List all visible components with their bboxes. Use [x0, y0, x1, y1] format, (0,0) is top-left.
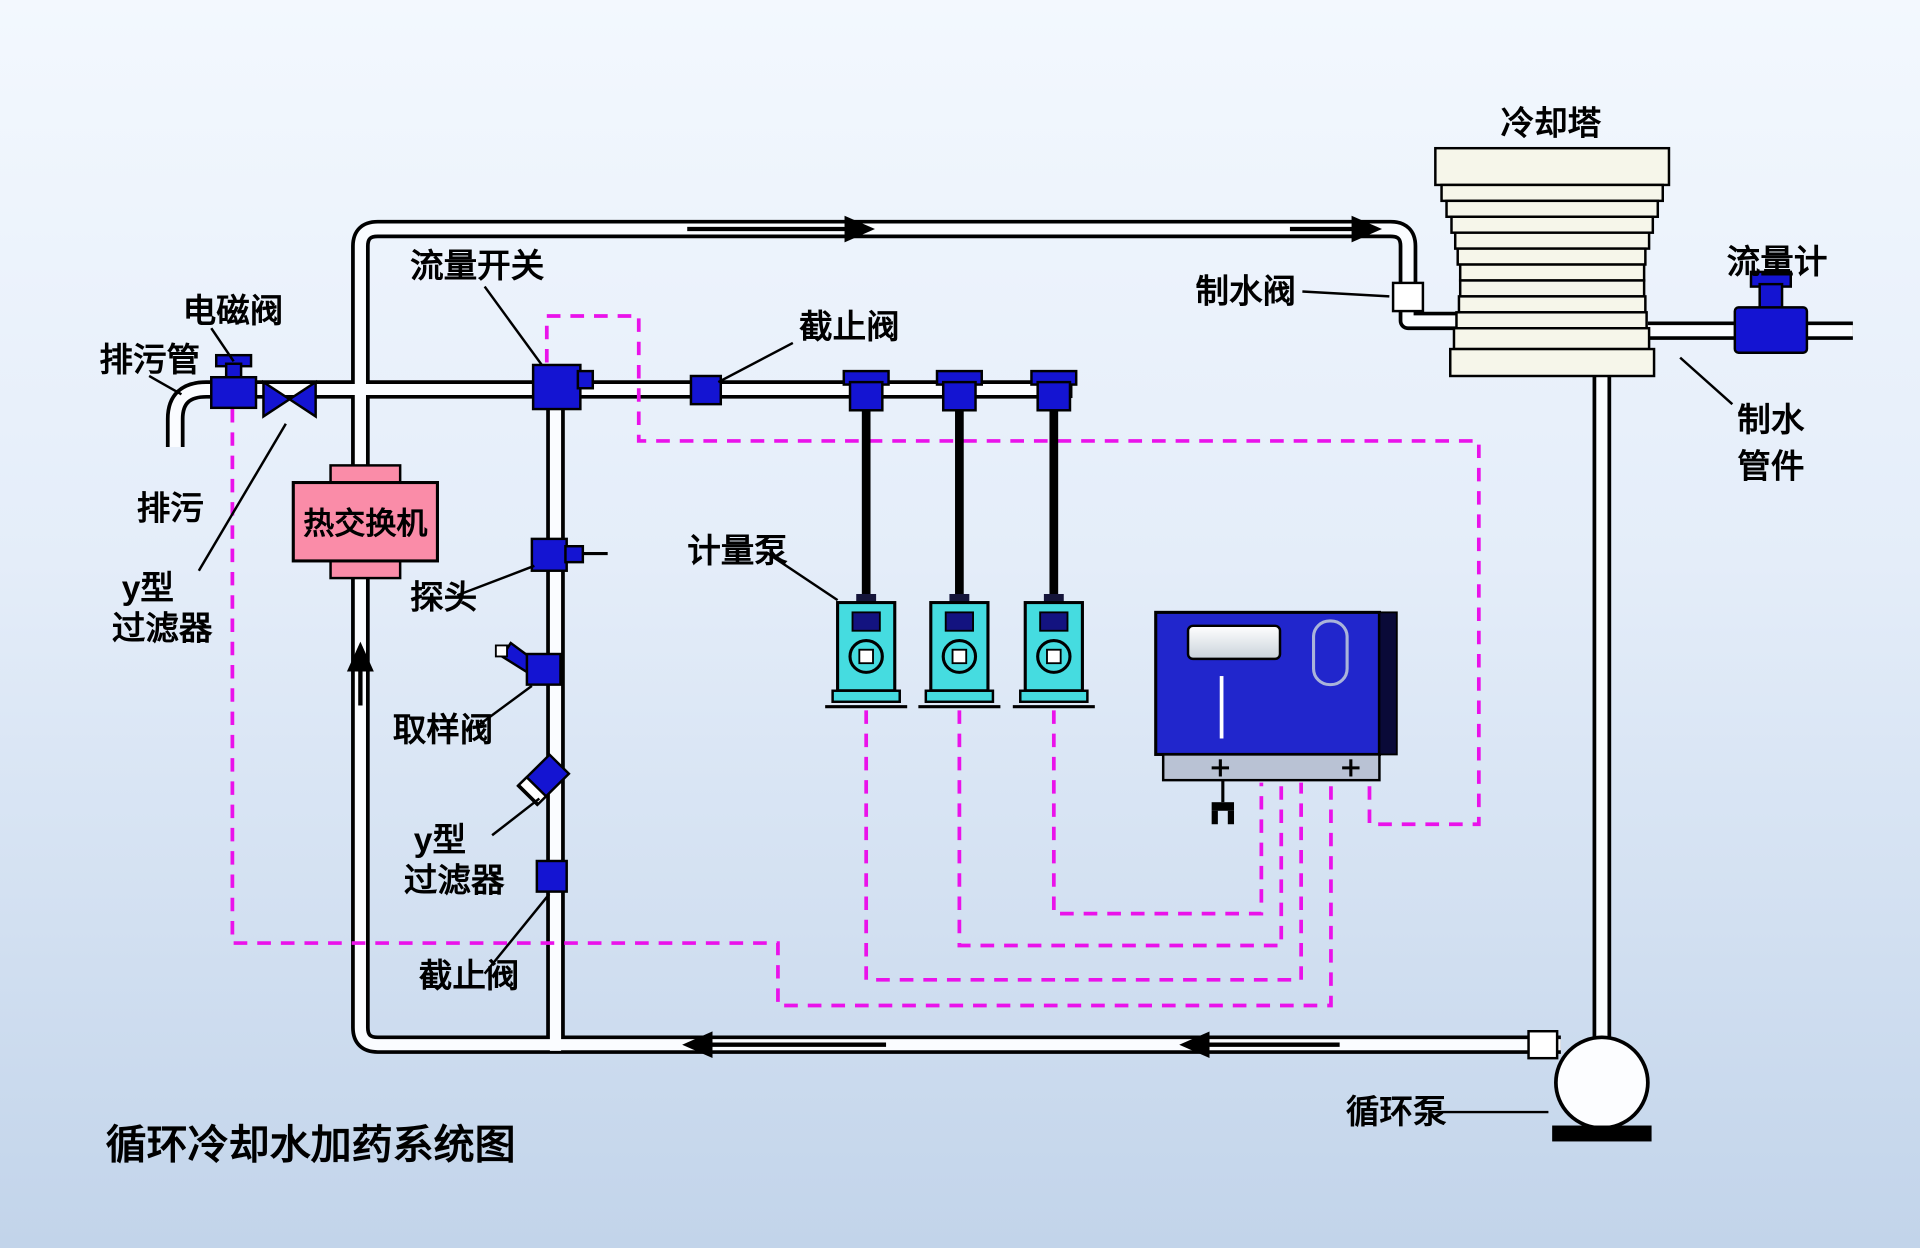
- probe-body: [530, 537, 568, 572]
- label-water-fitting-1: 制水: [1737, 402, 1805, 439]
- label-water-making-valve: 制水阀: [1195, 274, 1296, 311]
- label-metering-pump: 计量泵: [687, 533, 788, 570]
- sampling-valve-tip: [494, 644, 508, 658]
- y-strainer-mid: [516, 752, 571, 807]
- label-solenoid-valve: 电磁阀: [183, 293, 284, 330]
- heat-exchanger-label: 热交换机: [303, 506, 427, 541]
- pointer-sampling-valve: [476, 684, 533, 728]
- flow-arrows: [346, 215, 1383, 1059]
- label-cooling-tower: 冷却塔: [1501, 106, 1602, 143]
- pointer-metering-pump: [767, 552, 839, 602]
- pointer-solenoid: [210, 327, 235, 362]
- dosing-tubes: [861, 406, 1059, 598]
- flow-switch-port: [576, 369, 595, 390]
- pointer-probe: [456, 564, 535, 597]
- label-y-filter-left-2: 过滤器: [112, 611, 213, 648]
- signal-line-solenoid: [230, 409, 1333, 1008]
- probe-fitting: [530, 537, 608, 572]
- label-sampling-valve: 取样阀: [393, 712, 494, 749]
- flow-meter: [1733, 270, 1809, 354]
- label-pointers: [148, 285, 1734, 1114]
- controller: [1154, 610, 1398, 825]
- stop-valve-top: [689, 374, 723, 406]
- label-stop-valve-top: 截止阀: [799, 309, 900, 346]
- pump-inlet-fitting: [1527, 1029, 1559, 1060]
- solenoid-valve: [210, 353, 258, 410]
- signal-line-pump-3: [1051, 710, 1264, 916]
- water-making-valve: [1391, 281, 1425, 313]
- diagram-title: 循环冷却水加药系统图: [106, 1122, 516, 1168]
- probe-port: [564, 545, 585, 564]
- pointer-y-filter-mid: [491, 797, 541, 837]
- label-water-fitting-2: 管件: [1737, 449, 1804, 486]
- injection-valve-3: [1036, 380, 1072, 412]
- controller-side-panel: [1378, 611, 1398, 756]
- controller-button: [1312, 619, 1349, 687]
- labels: 冷却塔 流量计 制水阀 制水 管件 电磁阀 排污管 排污 y型 过滤器 流量开关…: [99, 106, 1827, 1168]
- sampling-valve-body: [525, 652, 562, 686]
- y-strainer-left-icon: [262, 379, 317, 419]
- label-flow-meter: 流量计: [1727, 244, 1828, 281]
- sampling-valve: [494, 641, 562, 686]
- label-flow-switch: 流量开关: [410, 248, 545, 285]
- signal-lines: [230, 314, 1481, 1008]
- pointer-water-fitting: [1679, 356, 1734, 406]
- solenoid-body: [210, 375, 258, 410]
- pointer-water-valve: [1302, 290, 1390, 298]
- label-circulation-pump: 循环泵: [1346, 1094, 1447, 1131]
- metering-pump-3: [1011, 592, 1097, 709]
- controller-connector: [1211, 780, 1235, 825]
- heat-exchanger-body: [291, 481, 439, 563]
- metering-pump-2: [916, 592, 1002, 709]
- cooling-tower-base: [1449, 347, 1656, 378]
- flow-switch-body: [531, 363, 582, 411]
- label-probe: 探头: [410, 580, 477, 617]
- label-y-filter-mid-2: 过滤器: [404, 863, 505, 900]
- pointer-stop-valve-bottom: [483, 893, 551, 975]
- circulation-pump-volute: [1554, 1035, 1650, 1130]
- flow-meter-body: [1733, 306, 1809, 354]
- label-drain-pipe: 排污管: [99, 342, 200, 379]
- label-stop-valve-bottom: 截止阀: [419, 958, 520, 995]
- controller-display: [1186, 624, 1282, 661]
- cooling-tower: [1434, 146, 1671, 378]
- signal-line-pump-1: [864, 710, 1303, 982]
- heat-exchanger: 热交换机: [291, 464, 439, 580]
- label-y-filter-left-1: y型: [122, 570, 174, 607]
- signal-line-flow-switch: [544, 314, 1481, 827]
- cooling-tower-top: [1434, 146, 1671, 187]
- circulation-pump: [1527, 1029, 1652, 1142]
- injection-valve-1: [848, 380, 884, 412]
- metering-pump-1: [823, 592, 909, 709]
- label-y-filter-mid-1: y型: [414, 822, 466, 859]
- circulation-pump-base: [1552, 1125, 1652, 1142]
- terminal-screws: [1211, 759, 1360, 777]
- injection-valve-2: [941, 380, 977, 412]
- pointer-y-filter-left: [197, 423, 287, 572]
- label-drain: 排污: [137, 490, 204, 527]
- y-strainer-mid-cap: [517, 775, 548, 806]
- pointer-flow-switch: [483, 285, 543, 366]
- signal-line-pump-2: [957, 710, 1284, 948]
- stop-valve-bottom: [535, 859, 568, 893]
- pointer-stop-valve-top: [717, 341, 794, 384]
- flow-switch: [531, 363, 595, 411]
- pointer-drain-pipe: [148, 374, 183, 396]
- injection-valves: [842, 369, 1078, 412]
